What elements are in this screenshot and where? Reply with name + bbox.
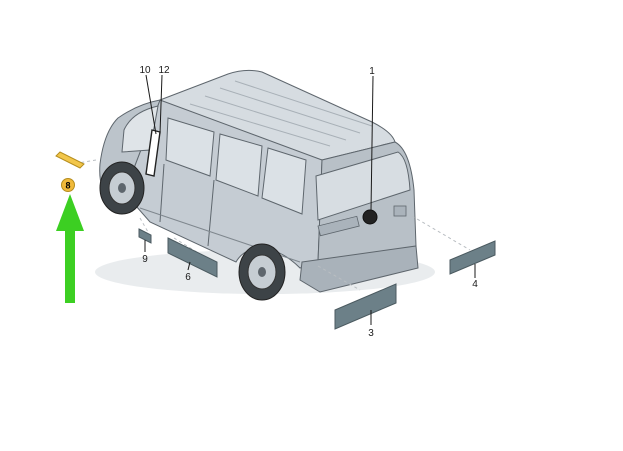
part-decals <box>55 151 496 330</box>
decal-part-9 <box>138 228 152 244</box>
rear-bumper <box>299 245 419 293</box>
callout-8: 8 <box>65 181 70 191</box>
callout-9: 9 <box>142 254 148 265</box>
leader-6 <box>187 261 191 271</box>
b-pillar-trim <box>145 129 161 177</box>
tail-light-right <box>393 205 407 217</box>
callout-3: 3 <box>368 328 374 339</box>
callout-4: 4 <box>472 279 478 290</box>
callout-8-badge: 8 <box>61 178 75 192</box>
rear-logo-emblem <box>362 209 378 225</box>
decal-part-3 <box>334 283 397 330</box>
roof-ribs <box>189 80 373 147</box>
van-illustration <box>95 69 435 301</box>
side-window-front <box>165 117 215 177</box>
leader-12 <box>159 74 163 135</box>
leader-1 <box>370 75 374 212</box>
rear-wheel <box>238 243 286 301</box>
decal-part-6 <box>167 237 218 278</box>
decal-part-4 <box>449 240 496 275</box>
rear-window <box>315 151 411 221</box>
callout-1: 1 <box>369 66 375 77</box>
door-seam-front <box>159 163 165 223</box>
tail-light-left <box>317 215 360 237</box>
callout-labels: 1 3 4 6 8 9 10 12 <box>61 65 478 339</box>
door-seam-sliding <box>207 179 215 247</box>
side-window-middle <box>215 133 263 197</box>
leader-10 <box>145 74 157 135</box>
callout-12: 12 <box>158 65 170 76</box>
callout-6: 6 <box>185 272 191 283</box>
callout-10: 10 <box>139 65 151 76</box>
front-wheel <box>99 161 145 215</box>
side-window-rear <box>261 147 307 215</box>
green-up-arrow <box>56 194 84 303</box>
leader-lines <box>144 74 476 325</box>
decal-part-8 <box>55 151 85 169</box>
